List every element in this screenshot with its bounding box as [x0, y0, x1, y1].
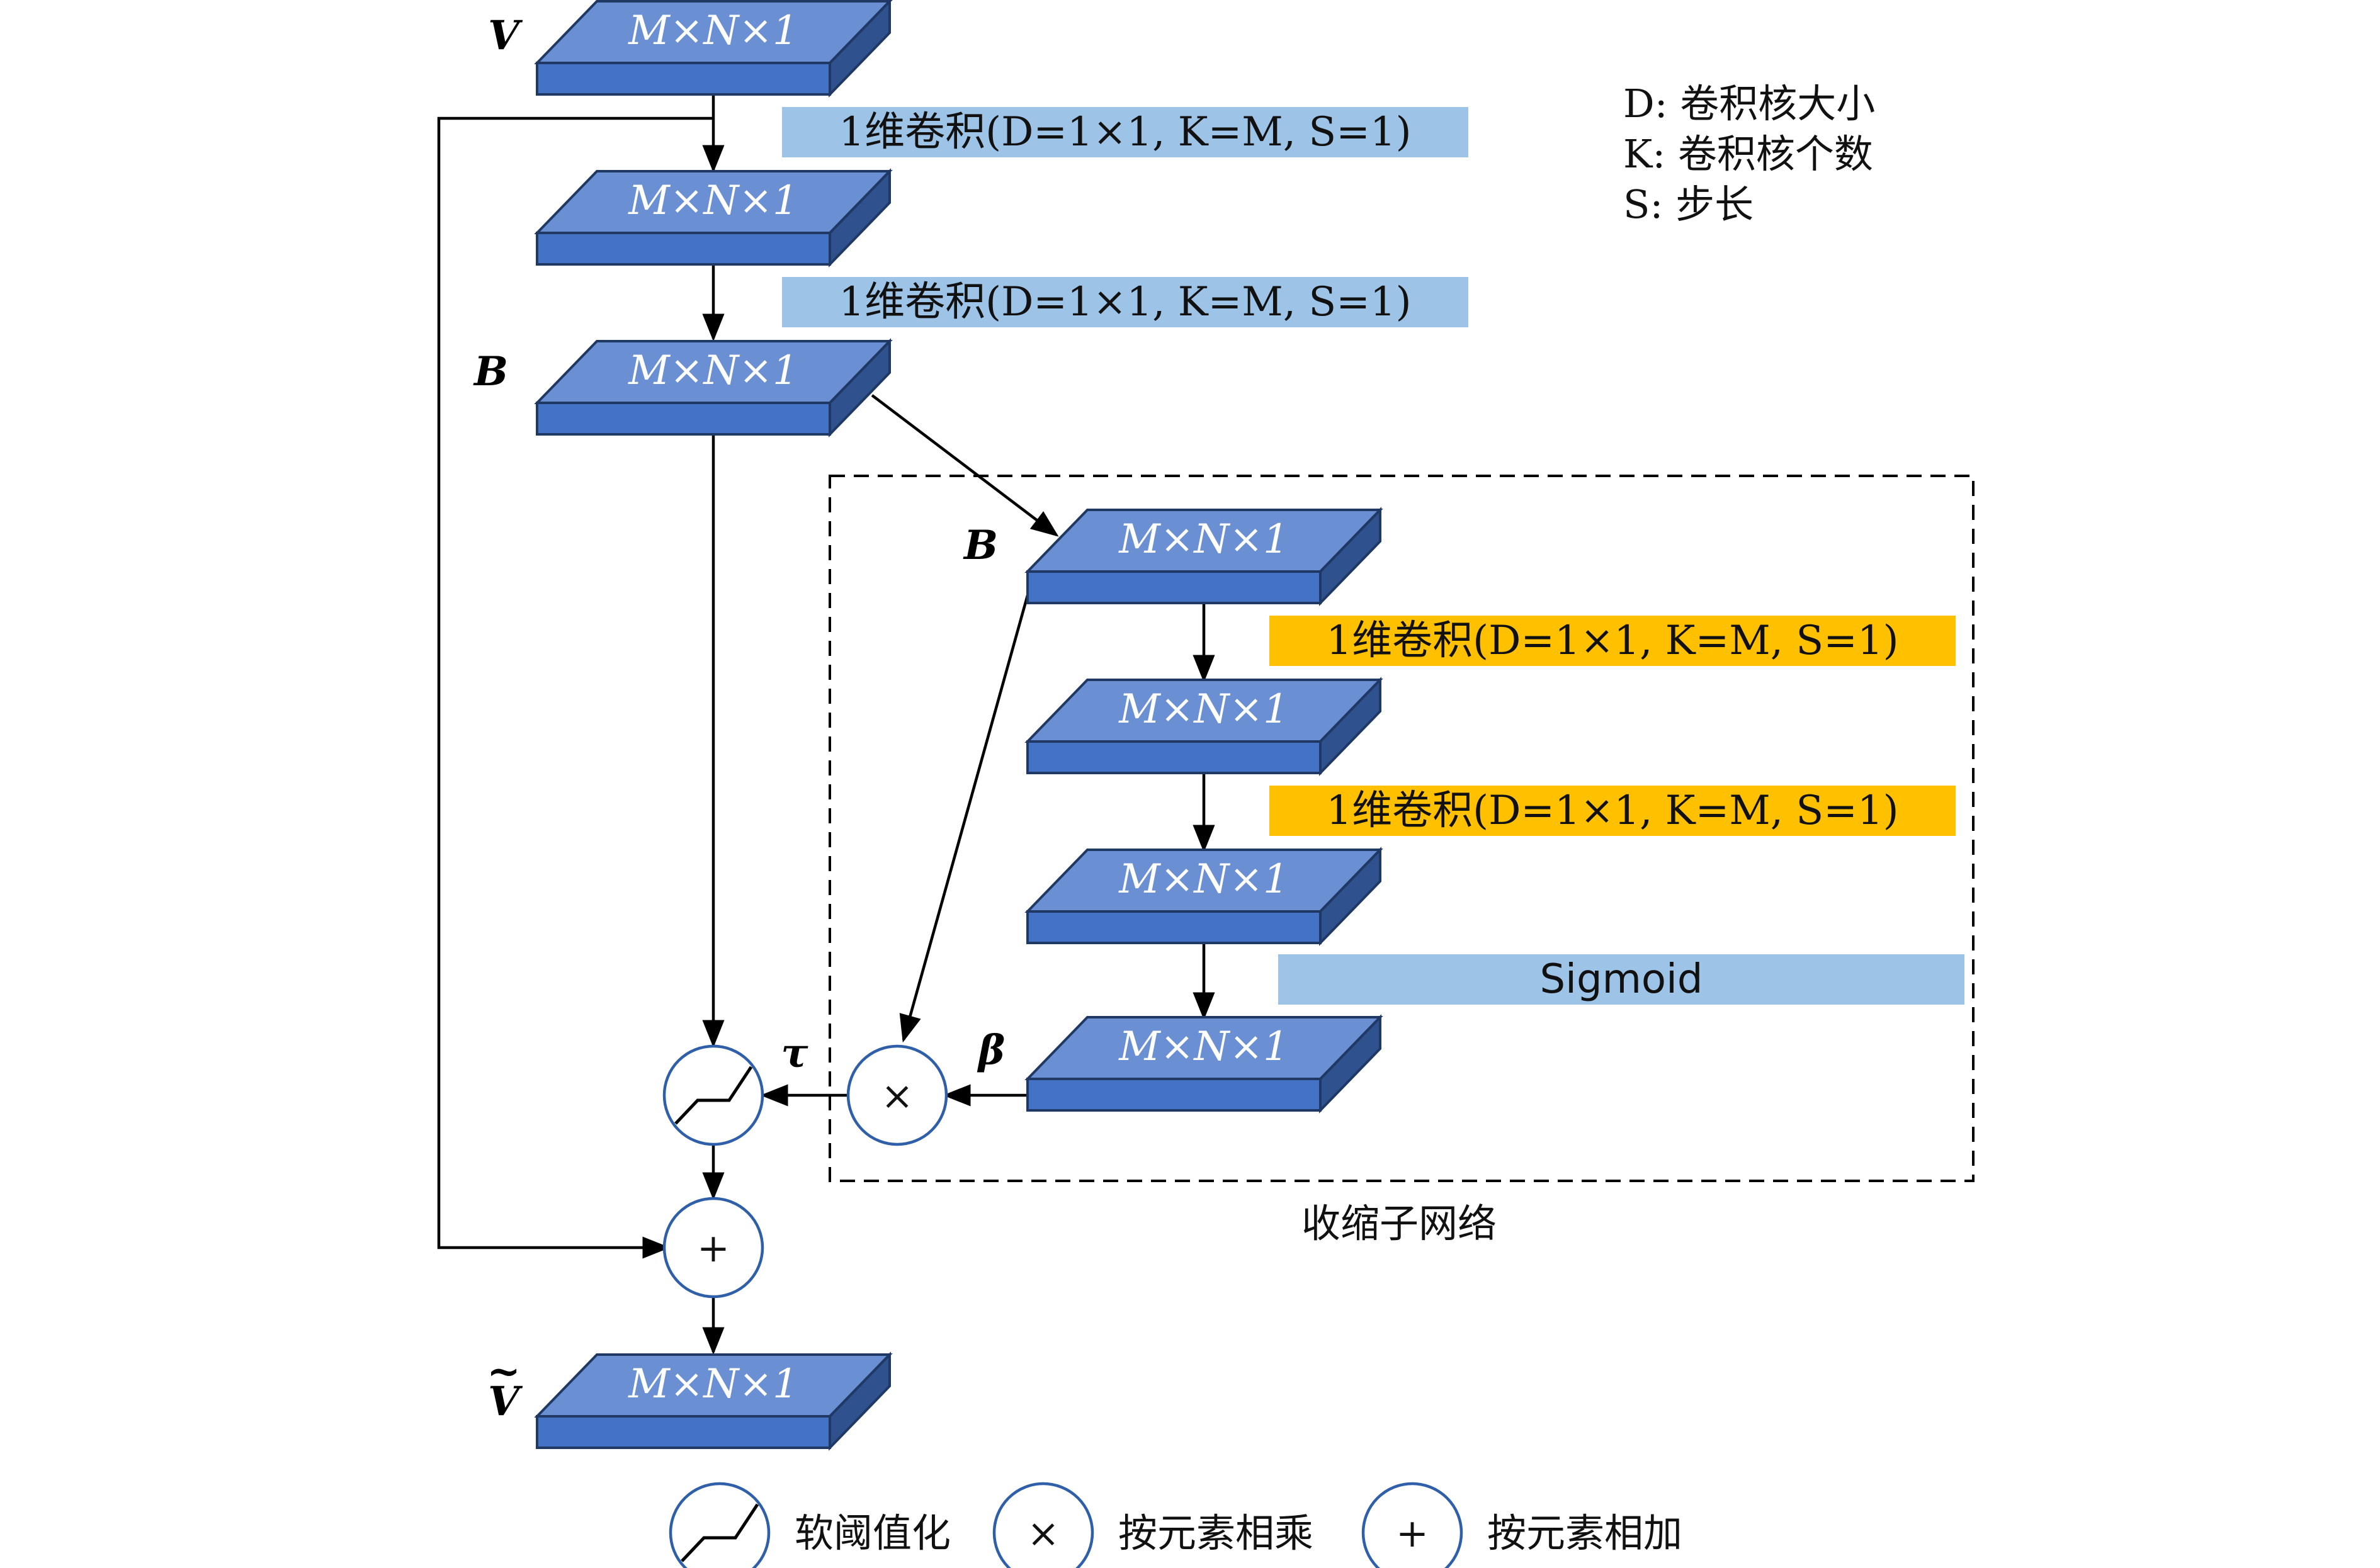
shrinkage-subnetwork-box — [829, 475, 1975, 1182]
connections — [437, 94, 1215, 1355]
block-sub-conv-1-label: M×N×1 — [1118, 686, 1289, 733]
note-d: D: 卷积核大小 — [1623, 81, 1875, 127]
add-symbol: + — [697, 1225, 730, 1271]
tensor-sub-b-label: B — [963, 522, 998, 569]
block-beta: M×N×1 — [1024, 1014, 1383, 1114]
block-sub-b: M×N×1 — [1024, 507, 1383, 606]
block-v-label: M×N×1 — [628, 8, 798, 54]
conv-bar-4: 1维卷积(D=1×1, K=M, S=1) — [1269, 786, 1956, 836]
legend-soft-threshold: 软阈值化 — [669, 1482, 951, 1568]
tensor-tau-label: τ — [781, 1030, 808, 1077]
legend-add-label: 按元素相加 — [1487, 1510, 1682, 1556]
block-conv-1-label: M×N×1 — [628, 178, 798, 224]
block-b: M×N×1 — [534, 338, 893, 437]
soft-threshold-op — [662, 1044, 764, 1146]
multiply-symbol: × — [881, 1073, 914, 1119]
conv-bar-2-label: 1维卷积(D=1×1, K=M, S=1) — [839, 279, 1411, 325]
note-s: S: 步长 — [1623, 181, 1754, 227]
conv-bar-1: 1维卷积(D=1×1, K=M, S=1) — [782, 107, 1468, 157]
skip-connection — [437, 116, 713, 1259]
block-sub-b-label: M×N×1 — [1118, 516, 1289, 563]
tensor-v-label: V — [488, 12, 523, 59]
conv-bar-3: 1维卷积(D=1×1, K=M, S=1) — [1269, 616, 1956, 666]
arrow-subb-to-multiply — [899, 588, 1031, 1043]
tensor-v-tilde-label: V — [488, 1378, 523, 1425]
legend-multiply: × 按元素相乘 — [992, 1482, 1313, 1568]
tensor-v-tilde: ~ V — [487, 1348, 523, 1425]
block-sub-conv-2: M×N×1 — [1024, 847, 1383, 946]
block-b-label: M×N×1 — [628, 347, 798, 394]
tensor-v-tilde-accent: ~ — [487, 1348, 521, 1395]
sigmoid-label: Sigmoid — [1540, 956, 1703, 1003]
sigmoid-bar: Sigmoid — [1278, 954, 1964, 1005]
tensor-beta-label: β — [977, 1027, 1006, 1074]
block-sub-conv-2-label: M×N×1 — [1118, 856, 1289, 903]
block-v-tilde-label: M×N×1 — [628, 1361, 798, 1407]
notes: D: 卷积核大小 K: 卷积核个数 S: 步长 — [1623, 81, 1875, 227]
conv-bar-1-label: 1维卷积(D=1×1, K=M, S=1) — [839, 109, 1411, 155]
tensor-b-label: B — [473, 348, 508, 395]
arrow-b-to-sub — [871, 394, 1059, 537]
legend-add: + 按元素相加 — [1361, 1482, 1682, 1568]
conv-bar-4-label: 1维卷积(D=1×1, K=M, S=1) — [1326, 787, 1898, 834]
note-k: K: 卷积核个数 — [1623, 131, 1873, 177]
legend-soft-threshold-label: 软阈值化 — [795, 1510, 951, 1556]
legend-multiply-symbol: × — [1027, 1510, 1060, 1556]
block-v: M×N×1 — [534, 0, 893, 98]
conv-bar-2: 1维卷积(D=1×1, K=M, S=1) — [782, 277, 1468, 327]
add-op: + — [662, 1197, 764, 1299]
legend: 软阈值化 × 按元素相乘 + 按元素相加 — [669, 1482, 1682, 1568]
soft-threshold-legend-icon — [681, 1503, 759, 1562]
multiply-op: × — [846, 1044, 948, 1146]
block-conv-1: M×N×1 — [534, 168, 893, 268]
block-sub-conv-1: M×N×1 — [1024, 677, 1383, 776]
block-v-tilde: M×N×1 — [534, 1351, 893, 1451]
conv-bar-3-label: 1维卷积(D=1×1, K=M, S=1) — [1326, 618, 1898, 664]
legend-multiply-label: 按元素相乘 — [1118, 1510, 1313, 1556]
block-beta-label: M×N×1 — [1118, 1024, 1289, 1070]
legend-add-symbol: + — [1396, 1510, 1429, 1556]
subnetwork-label: 收缩子网络 — [1301, 1200, 1497, 1246]
soft-threshold-icon — [674, 1066, 753, 1125]
